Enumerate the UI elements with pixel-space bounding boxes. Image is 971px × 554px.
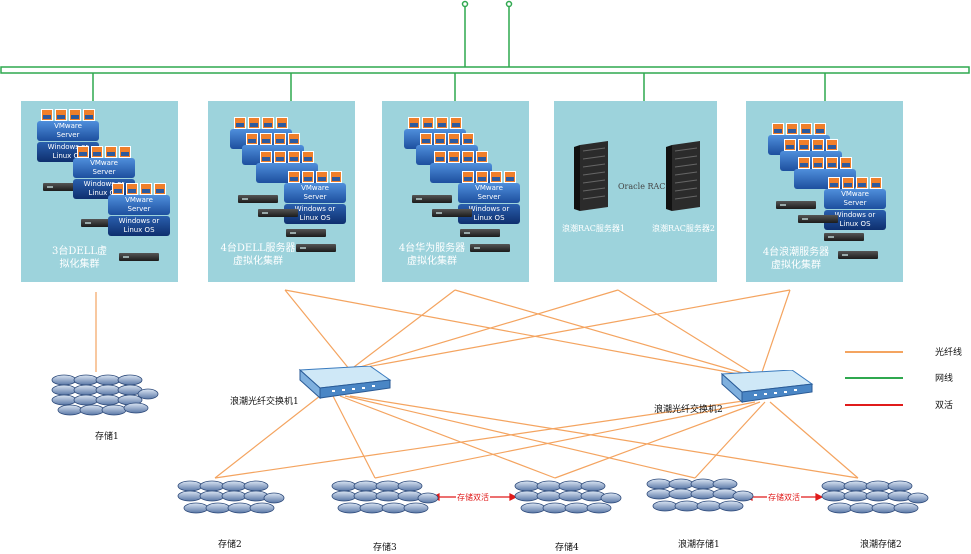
os-badge: Windows or Linux OS bbox=[458, 204, 520, 224]
fiber-switch-1 bbox=[298, 366, 392, 400]
rac-server-label-1: 浪潮RAC服务器1 bbox=[562, 224, 626, 233]
cluster-panel-dell4: VMware Server Windows or Linux OS 4台DELL… bbox=[208, 101, 355, 282]
fiber-switch2-storage bbox=[214, 399, 859, 479]
os-badge: Windows or Linux OS bbox=[284, 204, 346, 224]
server-icon bbox=[412, 195, 452, 203]
server-icon bbox=[258, 209, 298, 217]
fiber-switch-2 bbox=[720, 370, 814, 404]
vm-stack: VMware Server Windows or Linux OS bbox=[284, 171, 346, 225]
fiber-lines bbox=[95, 289, 859, 479]
legend-item-dual-active: 双活 bbox=[845, 398, 965, 412]
vmware-server-badge: VMware Server bbox=[284, 183, 346, 203]
legend-lines bbox=[845, 351, 903, 406]
vmware-server-badge: VMware Server bbox=[458, 183, 520, 203]
vmware-server-badge: VMware Server bbox=[824, 189, 886, 209]
fiber-switch1-storage bbox=[214, 391, 859, 479]
vm-stack: VMware Server Windows or Linux OS bbox=[824, 177, 886, 231]
cluster-panel-huawei4: VMware Server Windows or Linux OS 4台华为服务… bbox=[382, 101, 529, 282]
switch-label-1: 浪潮光纤交换机1 bbox=[230, 397, 299, 407]
server-icon bbox=[776, 201, 816, 209]
legend-item-network: 网线 bbox=[845, 371, 965, 385]
server-icon bbox=[460, 229, 500, 237]
storage-label-inspur2: 浪潮存储2 bbox=[860, 540, 902, 550]
storage-array-2 bbox=[177, 480, 285, 514]
storage-array-4 bbox=[514, 480, 622, 514]
os-badge: Windows or Linux OS bbox=[824, 210, 886, 230]
uplink-port-1 bbox=[461, 0, 469, 8]
rac-server-label-2: 浪潮RAC服务器2 bbox=[652, 224, 716, 233]
rac-server-icon-2 bbox=[666, 141, 706, 211]
storage-label-1: 存储1 bbox=[95, 432, 119, 442]
vm-stack bbox=[794, 157, 856, 211]
vmware-server-badge: VMware Server bbox=[73, 158, 135, 178]
server-icon bbox=[43, 183, 83, 191]
rac-server-icon-1 bbox=[574, 141, 614, 211]
vm-stack: VMware Server Windows or Linux OS bbox=[458, 171, 520, 225]
server-icon bbox=[238, 195, 278, 203]
storage-array-3 bbox=[331, 480, 439, 514]
oracle-rac-link-label: Oracle RAC bbox=[618, 182, 666, 191]
dual-active-label-2: 存储双活 bbox=[767, 492, 801, 503]
panel-drop-lines bbox=[92, 73, 826, 102]
cluster-panel-dell3: VMware Server Windows or Linux OS VMware… bbox=[21, 101, 178, 282]
cluster-label: 4台华为服务器 虚拟化集群 bbox=[398, 243, 466, 267]
vm-stack bbox=[780, 139, 842, 193]
storage-label-4: 存储4 bbox=[555, 543, 579, 553]
legend-label: 光纤线 bbox=[935, 348, 963, 358]
cluster-panel-inspur4: VMware Server Windows or Linux OS 4台浪潮服务… bbox=[746, 101, 903, 282]
os-badge: Windows or Linux OS bbox=[108, 216, 170, 236]
network-backbone bbox=[0, 0, 970, 102]
vmware-server-badge bbox=[794, 169, 856, 189]
server-icon bbox=[824, 233, 864, 241]
server-icon bbox=[286, 229, 326, 237]
legend-label: 网线 bbox=[935, 374, 954, 384]
storage-array-inspur2 bbox=[821, 480, 929, 514]
server-icon bbox=[470, 244, 510, 252]
server-icon bbox=[81, 219, 121, 227]
storage-label-2: 存储2 bbox=[218, 540, 242, 550]
network-bus-bar bbox=[0, 66, 970, 74]
uplink-lines bbox=[464, 6, 510, 67]
vmware-server-badge: VMware Server bbox=[37, 121, 99, 141]
server-icon bbox=[798, 215, 838, 223]
switch-label-2: 浪潮光纤交换机2 bbox=[654, 405, 723, 415]
vmware-server-badge: VMware Server bbox=[108, 195, 170, 215]
storage-label-inspur1: 浪潮存储1 bbox=[678, 540, 720, 550]
legend-item-fiber: 光纤线 bbox=[845, 345, 965, 359]
vm-stack: VMware Server Windows or Linux OS bbox=[108, 183, 170, 237]
legend-label: 双活 bbox=[935, 401, 954, 411]
cluster-label: 4台浪潮服务器 虚拟化集群 bbox=[762, 247, 830, 271]
cluster-label: 3台DELL虚 拟化集群 bbox=[52, 246, 107, 270]
storage-array-inspur1 bbox=[646, 478, 754, 512]
server-icon bbox=[838, 251, 878, 259]
cluster-panel-oracle-rac: Oracle RAC 浪潮RAC服务器1 浪潮RAC服务器2 bbox=[554, 101, 717, 282]
server-icon bbox=[296, 244, 336, 252]
fiber-cluster-switch bbox=[284, 289, 791, 379]
server-icon bbox=[432, 209, 472, 217]
uplink-port-2 bbox=[505, 0, 513, 8]
storage-label-3: 存储3 bbox=[373, 543, 397, 553]
storage-array-1 bbox=[51, 374, 159, 416]
cluster-label: 4台DELL服务器 虚拟化集群 bbox=[220, 243, 296, 267]
server-icon bbox=[119, 253, 159, 261]
dual-active-label-1: 存储双活 bbox=[456, 492, 490, 503]
